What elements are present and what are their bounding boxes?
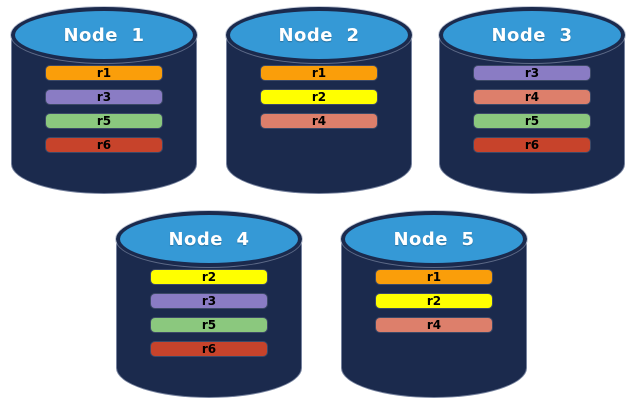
cylinder-top: Node 4 [116,211,302,267]
cylinder-top: Node 3 [439,7,625,63]
node-label: Node 3 [491,24,573,46]
replica-bar-r6: r6 [474,138,590,152]
replica-bar-r2: r2 [261,90,377,104]
node-4-cylinder: Node 4 r2 r3 r5 r6 [116,211,302,398]
replica-bar-r1: r1 [261,66,377,80]
cylinder-top: Node 2 [226,7,412,63]
cylinder-top: Node 5 [341,211,527,267]
replica-list: r3 r4 r5 r6 [474,66,590,152]
replica-bar-r4: r4 [474,90,590,104]
replica-bar-r4: r4 [376,318,492,332]
replica-list: r2 r3 r5 r6 [151,270,267,356]
node-label: Node 1 [63,24,145,46]
node-2-cylinder: Node 2 r1 r2 r4 [226,7,412,194]
node-1-cylinder: Node 1 r1 r3 r5 r6 [11,7,197,194]
replica-bar-r2: r2 [376,294,492,308]
replica-list: r1 r3 r5 r6 [46,66,162,152]
node-label: Node 5 [393,228,475,250]
replica-bar-r5: r5 [151,318,267,332]
replica-bar-r3: r3 [151,294,267,308]
node-label: Node 4 [168,228,250,250]
cylinder-top: Node 1 [11,7,197,63]
node-5-cylinder: Node 5 r1 r2 r4 [341,211,527,398]
replica-bar-r2: r2 [151,270,267,284]
replica-bar-r6: r6 [46,138,162,152]
replica-bar-r1: r1 [46,66,162,80]
replica-bar-r5: r5 [474,114,590,128]
replica-list: r1 r2 r4 [376,270,492,332]
replica-bar-r4: r4 [261,114,377,128]
replica-list: r1 r2 r4 [261,66,377,128]
replica-bar-r5: r5 [46,114,162,128]
replica-bar-r3: r3 [474,66,590,80]
node-3-cylinder: Node 3 r3 r4 r5 r6 [439,7,625,194]
replica-bar-r1: r1 [376,270,492,284]
node-label: Node 2 [278,24,360,46]
replica-bar-r6: r6 [151,342,267,356]
replica-bar-r3: r3 [46,90,162,104]
